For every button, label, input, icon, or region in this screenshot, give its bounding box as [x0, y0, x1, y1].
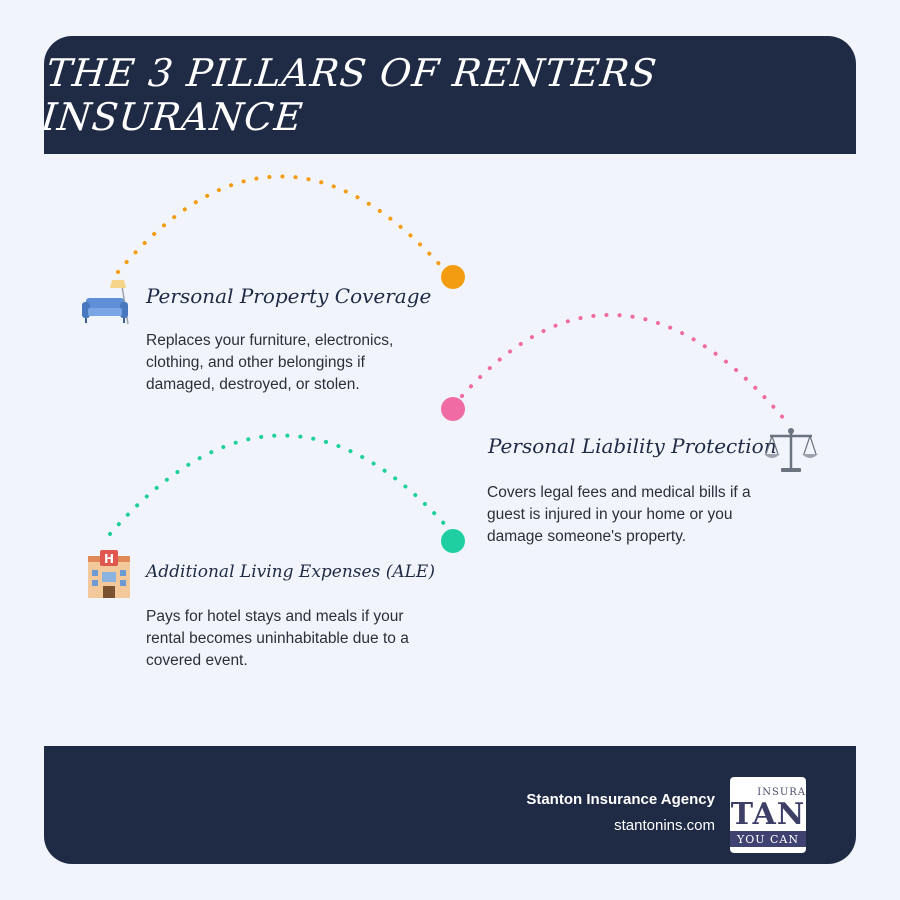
arc-ale	[108, 433, 450, 536]
connector-arcs	[108, 174, 792, 553]
arc-property	[116, 174, 450, 276]
agency-name: Stanton Insurance Agency	[526, 791, 715, 808]
marker-property	[441, 265, 465, 289]
logo-top-text: INSURA	[757, 787, 806, 798]
arc-liability	[460, 312, 792, 428]
couch-lamp-icon	[82, 280, 129, 325]
marker-ale	[441, 529, 465, 553]
scales-icon	[764, 428, 818, 472]
logo-sub-text: YOU CAN	[736, 833, 800, 846]
pillar-text-property: Replaces your furniture, electronics, cl…	[146, 332, 394, 393]
logo-main-text: TAN	[730, 797, 806, 832]
infographic-card: THE 3 PILLARS OF RENTERS INSURANCE Perso…	[44, 36, 856, 864]
agency-logo: INSURA TAN YOU CAN	[730, 777, 806, 853]
header-banner: THE 3 PILLARS OF RENTERS INSURANCE	[44, 36, 856, 154]
logo-band	[730, 831, 806, 847]
pillar-title-ale: Additional Living Expenses (ALE)	[146, 562, 435, 582]
marker-liability	[441, 397, 465, 421]
svg-text:H: H	[104, 552, 114, 566]
footer-banner: Stanton Insurance Agency stantonins.com …	[44, 746, 856, 864]
agency-url[interactable]: stantonins.com	[614, 817, 715, 834]
pillar-text-ale: Pays for hotel stays and meals if your r…	[146, 608, 409, 669]
pillar-title-property: Personal Property Coverage	[146, 284, 432, 308]
pillar-text-liability: Covers legal fees and medical bills if a…	[487, 484, 751, 545]
pillar-title-liability: Personal Liability Protection	[488, 434, 777, 458]
hotel-icon: H	[88, 550, 130, 598]
